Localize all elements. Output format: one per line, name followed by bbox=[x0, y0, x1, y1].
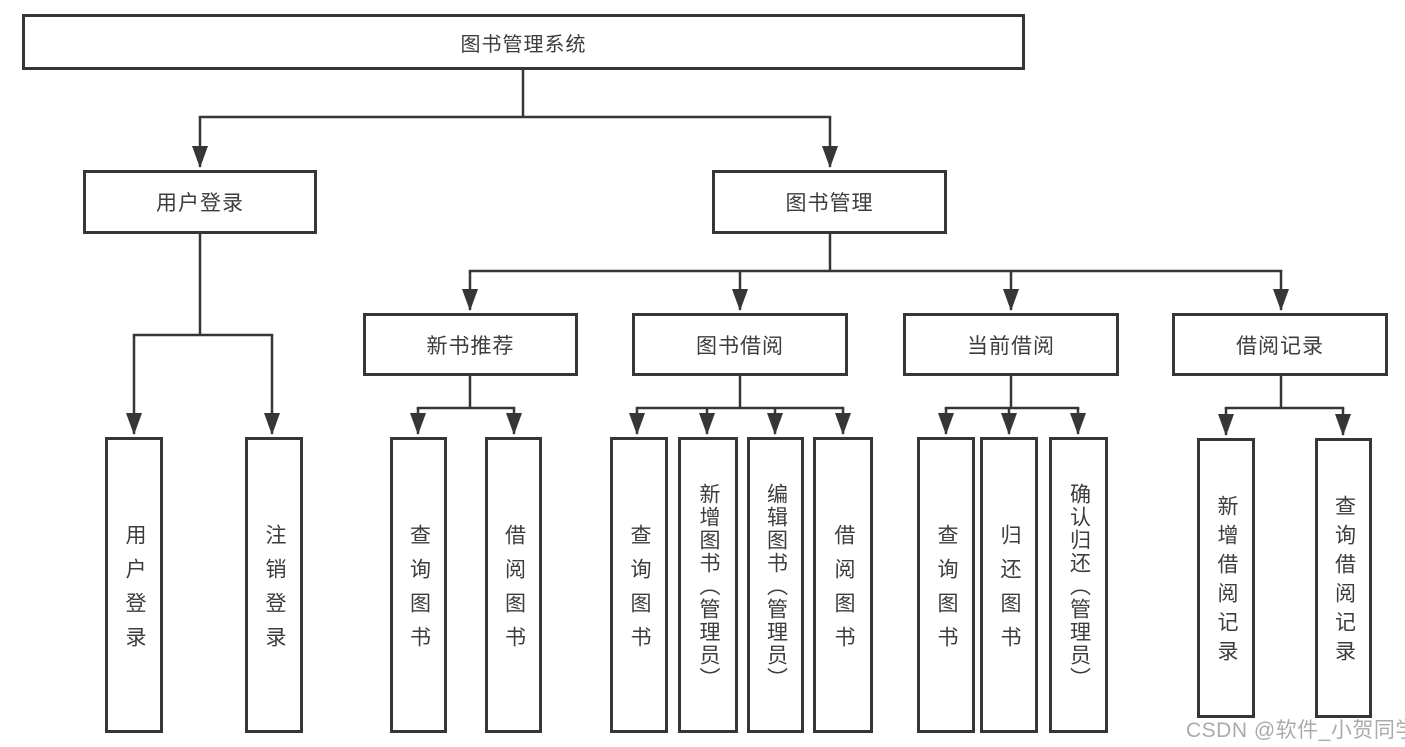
node-borrow-records: 借阅记录 bbox=[1172, 313, 1388, 376]
leaf-add-borrow-record: 新增借阅记录 bbox=[1197, 438, 1255, 718]
leaf-query-borrow-record: 查询借阅记录 bbox=[1315, 438, 1372, 718]
node-book-management-system: 图书管理系统 bbox=[22, 14, 1025, 70]
leaf-logout-login: 注销登录 bbox=[245, 437, 303, 733]
leaf-borrow-books-recommend: 借阅图书 bbox=[485, 437, 542, 733]
node-user-login: 用户登录 bbox=[83, 170, 317, 234]
leaf-return-books: 归还图书 bbox=[980, 437, 1038, 733]
leaf-query-books-current: 查询图书 bbox=[917, 437, 975, 733]
node-book-borrow: 图书借阅 bbox=[632, 313, 848, 376]
leaf-query-books-recommend: 查询图书 bbox=[390, 437, 447, 733]
leaf-borrow-books: 借阅图书 bbox=[813, 437, 873, 733]
leaf-add-books-admin: 新增图书（管理员） bbox=[678, 437, 738, 733]
leaf-edit-books-admin: 编辑图书（管理员） bbox=[747, 437, 804, 733]
leaf-user-login: 用户登录 bbox=[105, 437, 163, 733]
node-book-management: 图书管理 bbox=[712, 170, 947, 234]
leaf-query-books-borrow: 查询图书 bbox=[610, 437, 668, 733]
leaf-confirm-return-admin: 确认归还（管理员） bbox=[1049, 437, 1108, 733]
node-current-borrow: 当前借阅 bbox=[903, 313, 1119, 376]
node-new-book-recommend: 新书推荐 bbox=[363, 313, 578, 376]
csdn-watermark: CSDN @软件_小贺同学 bbox=[1186, 719, 1405, 742]
